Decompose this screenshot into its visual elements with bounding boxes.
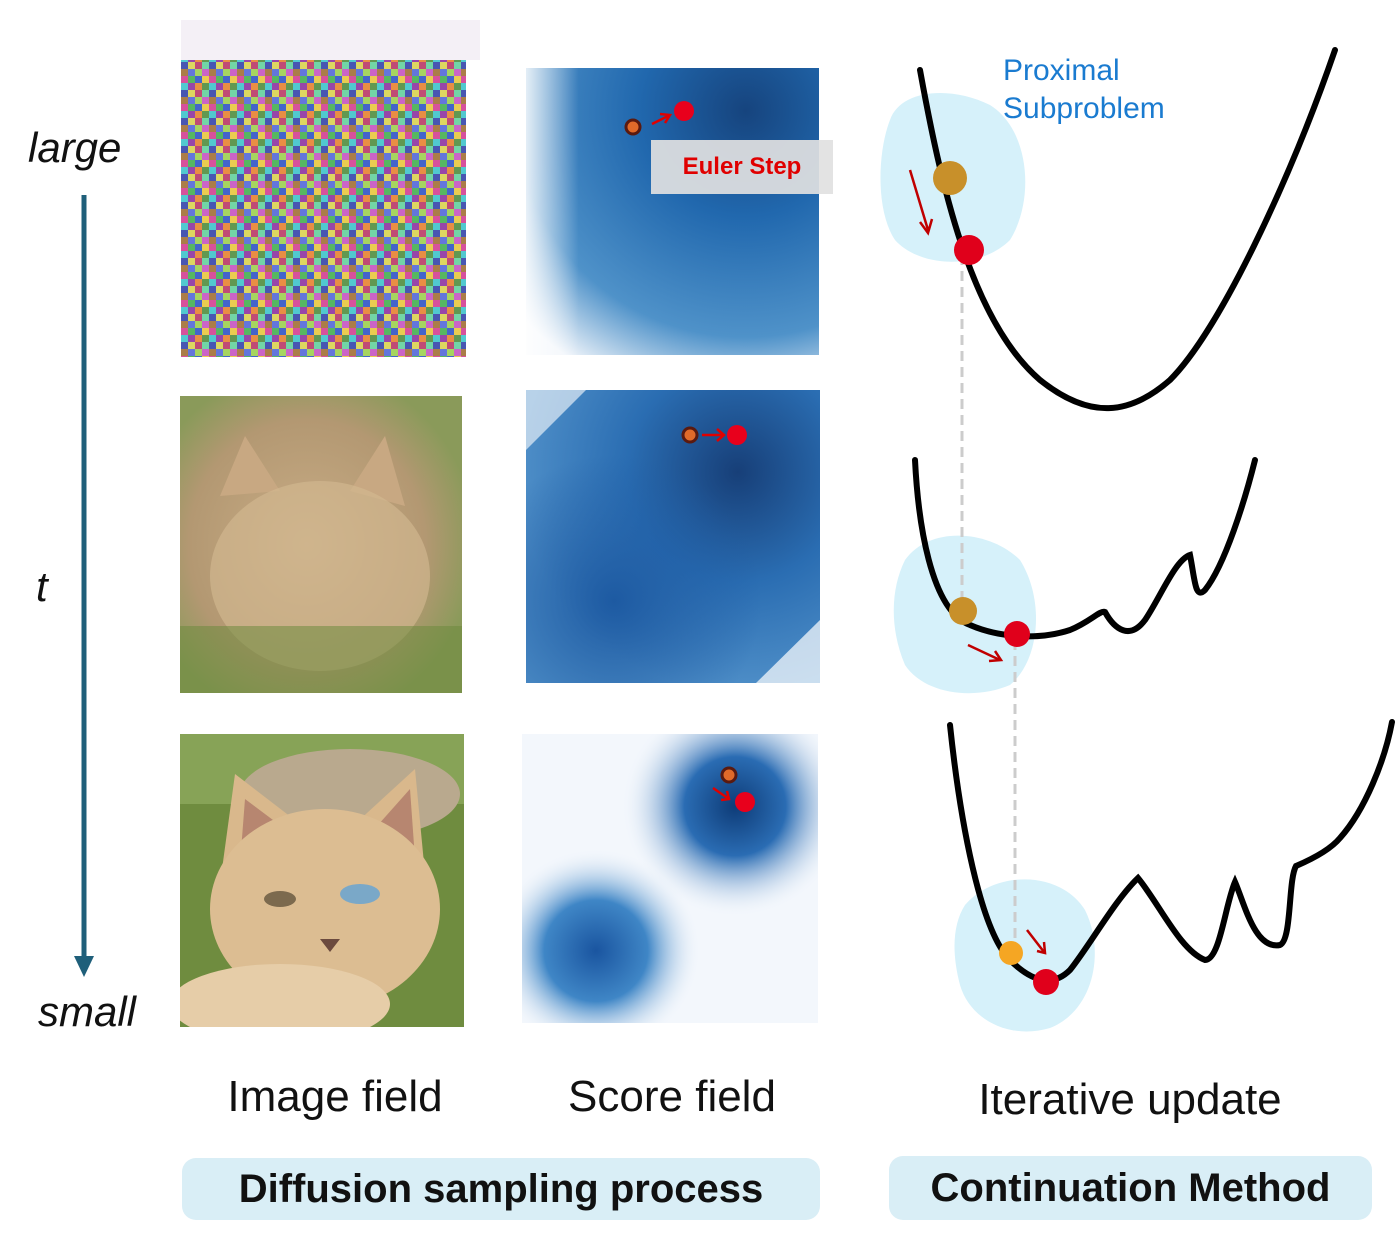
proximal-label-line1: Proximal <box>1003 54 1120 87</box>
time-label-t: t <box>36 563 48 610</box>
score-field-mid-t <box>526 390 820 683</box>
score-field-large-t <box>526 68 819 355</box>
iterative-update-label: Iterative update <box>978 1075 1282 1124</box>
point-prev-large-t <box>933 161 967 195</box>
euler-step-arrow-1 <box>624 101 694 136</box>
point-prev-small-t <box>999 941 1023 965</box>
proximal-subproblem-label: Proximal Subproblem <box>1003 52 1165 128</box>
image-field-label: Image field <box>227 1072 443 1121</box>
euler-step-label: Euler Step <box>651 140 833 194</box>
diffusion-sampling-pill: Diffusion sampling process <box>182 1158 820 1220</box>
score-field-label: Score field <box>568 1072 776 1121</box>
continuation-curves <box>880 47 1395 1032</box>
euler-step-arrow-2 <box>681 425 747 445</box>
time-label-large: large <box>28 124 122 171</box>
noisy-image-mid-t <box>180 396 462 693</box>
continuation-method-pill: Continuation Method <box>889 1156 1372 1220</box>
proximal-label-line2: Subproblem <box>1003 92 1165 125</box>
score-field-small-t <box>522 734 818 1023</box>
time-arrow <box>74 195 94 977</box>
point-next-small-t <box>1033 969 1059 995</box>
noisy-image-large-t <box>181 20 480 357</box>
time-label-small: small <box>38 988 137 1035</box>
point-prev-mid-t <box>949 597 977 625</box>
point-next-mid-t <box>1004 621 1030 647</box>
clean-cat-image <box>180 734 464 1027</box>
proximal-region-3 <box>954 879 1095 1032</box>
point-next-large-t <box>954 235 984 265</box>
euler-step-arrow-3 <box>712 766 755 812</box>
curve-large-t <box>917 47 1338 412</box>
